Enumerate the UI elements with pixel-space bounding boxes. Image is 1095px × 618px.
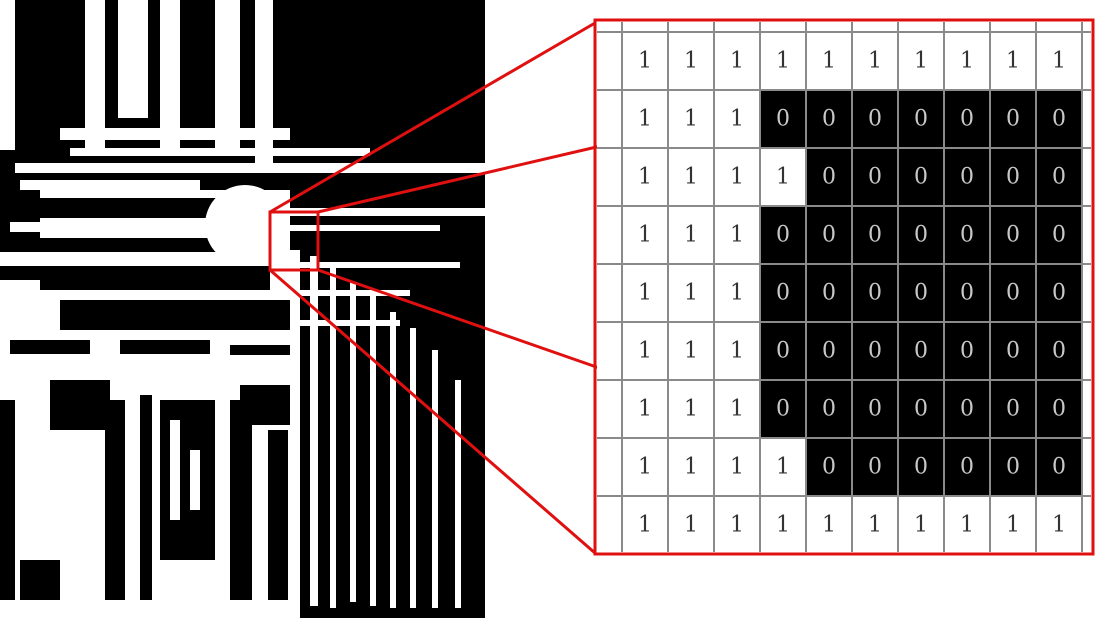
pixel-value: 1 (1006, 49, 1020, 74)
pixel-value: 1 (684, 281, 698, 306)
pixel-value: 0 (914, 339, 928, 364)
pixel-value: 0 (960, 455, 974, 480)
pixel-value: 1 (730, 107, 744, 132)
pixel-value: 1 (776, 455, 790, 480)
pixel-value: 1 (776, 513, 790, 538)
pixel-value: 0 (914, 455, 928, 480)
pixel-value: 1 (914, 49, 928, 74)
pixel-value: 0 (914, 281, 928, 306)
pixel-value: 0 (868, 455, 882, 480)
pixel-value: 1 (684, 397, 698, 422)
pixel-value: 1 (638, 107, 652, 132)
pixel-value: 1 (730, 165, 744, 190)
pixel-value: 1 (1006, 513, 1020, 538)
binary-source-image (0, 0, 488, 618)
pixel-value: 1 (1052, 49, 1066, 74)
pixel-value: 0 (1052, 455, 1066, 480)
pixel-value: 0 (1006, 281, 1020, 306)
pixel-value: 1 (868, 513, 882, 538)
pixel-value: 1 (684, 513, 698, 538)
pixel-value: 0 (1006, 339, 1020, 364)
pixel-value: 1 (638, 281, 652, 306)
pixel-value: 1 (638, 223, 652, 248)
pixel-value: 1 (638, 513, 652, 538)
pixel-value: 1 (684, 339, 698, 364)
pixel-value: 0 (822, 107, 836, 132)
pixel-value: 1 (684, 223, 698, 248)
pixel-value: 1 (868, 49, 882, 74)
pixel-value: 1 (960, 513, 974, 538)
pixel-value: 0 (960, 223, 974, 248)
pixel-value: 1 (776, 165, 790, 190)
pixel-value: 1 (960, 49, 974, 74)
pixel-value: 0 (914, 397, 928, 422)
pixel-value: 1 (776, 49, 790, 74)
pixel-value: 1 (730, 281, 744, 306)
zoomed-pixel-grid: 1 1 1 1 1 1 1 1 1 1 1 1 1 0 0 0 0 0 0 0 1 1 1 1 0 0 0 0 0 0 1 1 1 0 0 0 0 0 0 0… (597, 22, 1091, 554)
pixel-value: 0 (822, 165, 836, 190)
pixel-value: 1 (730, 397, 744, 422)
pixel-value: 0 (868, 223, 882, 248)
pixel-value: 1 (638, 339, 652, 364)
pixel-value: 0 (868, 339, 882, 364)
pixel-value: 0 (960, 339, 974, 364)
pixel-value: 0 (868, 397, 882, 422)
pixel-value: 0 (1052, 339, 1066, 364)
pixel-value: 1 (684, 455, 698, 480)
pixel-value: 0 (822, 339, 836, 364)
pixel-value: 1 (730, 513, 744, 538)
pixel-value: 0 (1052, 281, 1066, 306)
pixel-value: 0 (822, 223, 836, 248)
pixel-value: 0 (1006, 165, 1020, 190)
pixel-value: 0 (868, 107, 882, 132)
pixel-value: 0 (1052, 165, 1066, 190)
pixel-value: 1 (730, 49, 744, 74)
pixel-value: 0 (960, 397, 974, 422)
pixel-value: 0 (1006, 455, 1020, 480)
pixel-value: 0 (1006, 107, 1020, 132)
pixel-value: 1 (914, 513, 928, 538)
pixel-value: 1 (638, 49, 652, 74)
pixel-value: 0 (1052, 107, 1066, 132)
pixel-value: 0 (960, 107, 974, 132)
pixel-value: 0 (822, 455, 836, 480)
pixel-value: 1 (730, 339, 744, 364)
pixel-value: 1 (684, 49, 698, 74)
pixel-value: 0 (960, 165, 974, 190)
pixel-value: 1 (730, 223, 744, 248)
pixel-value: 1 (638, 455, 652, 480)
pixel-value: 0 (822, 281, 836, 306)
pixel-value: 1 (1052, 513, 1066, 538)
pixel-value: 0 (1006, 397, 1020, 422)
pixel-value: 0 (960, 281, 974, 306)
pixel-value: 1 (684, 107, 698, 132)
pixel-value: 0 (914, 223, 928, 248)
pixel-value: 0 (868, 165, 882, 190)
pixel-value: 0 (776, 107, 790, 132)
pixel-value: 0 (776, 223, 790, 248)
pixel-value: 1 (684, 165, 698, 190)
pixel-value: 0 (914, 165, 928, 190)
pixel-value: 0 (914, 107, 928, 132)
pixel-value: 1 (822, 513, 836, 538)
pixel-value: 1 (638, 165, 652, 190)
pixel-value: 1 (822, 49, 836, 74)
pixel-value: 0 (1006, 223, 1020, 248)
pixel-value: 0 (1052, 397, 1066, 422)
pixel-value: 0 (776, 281, 790, 306)
pixel-value: 0 (776, 339, 790, 364)
pixel-value: 0 (1052, 223, 1066, 248)
pixel-value: 1 (638, 397, 652, 422)
pixel-value: 0 (868, 281, 882, 306)
pixel-value: 0 (822, 397, 836, 422)
pixel-value: 1 (730, 455, 744, 480)
pixel-value: 0 (776, 397, 790, 422)
